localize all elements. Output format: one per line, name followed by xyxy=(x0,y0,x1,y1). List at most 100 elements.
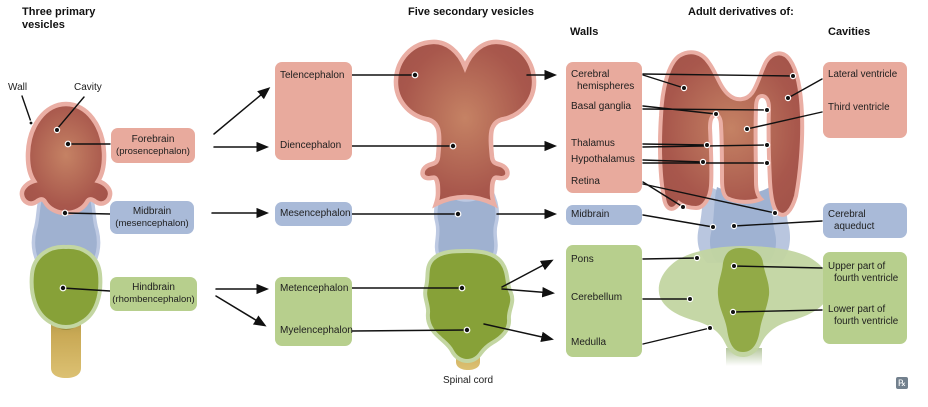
label-medulla: Medulla xyxy=(571,337,607,348)
box-cavities-forebrain: Lateral ventricle Third ventricle xyxy=(823,62,907,138)
dot-thalamus-right xyxy=(763,141,771,149)
label-diencephalon: Diencephalon xyxy=(280,140,342,151)
box-walls-forebrain: Cerebral hemispheres Basal ganglia Thala… xyxy=(566,62,642,193)
title-three-primary-vesicles: Three primary vesicles xyxy=(22,6,96,31)
line-adult-midbrain xyxy=(642,214,714,228)
dot-adult-midbrain xyxy=(709,223,717,231)
line-lateral-ventricle xyxy=(787,78,823,99)
dot-thalamus-left xyxy=(703,141,711,149)
dot-basal-ganglia-left xyxy=(712,110,720,118)
dot-hemisphere-right xyxy=(789,72,797,80)
line-basal-ganglia-left xyxy=(642,105,717,115)
dot-wall xyxy=(28,120,34,126)
label-adult-midbrain: Midbrain xyxy=(571,209,610,220)
midbrain-name: Midbrain xyxy=(132,205,172,217)
dot-hemisphere-left xyxy=(680,84,688,92)
line-lower-fourth xyxy=(732,309,823,313)
pointer-dots xyxy=(28,71,797,334)
label-pons: Pons xyxy=(571,254,594,265)
line-basal-ganglia-right xyxy=(642,108,768,111)
label-myelencephalon: Myelencephalon xyxy=(280,325,353,336)
line-myelencephalon xyxy=(351,329,468,332)
box-telencephalon-diencephalon: Telencephalon Diencephalon xyxy=(275,62,352,160)
adult-brain-figure xyxy=(658,50,831,366)
line-cavity xyxy=(56,96,85,130)
dot-metencephalon xyxy=(458,284,466,292)
forebrain-name: Forebrain xyxy=(131,133,175,145)
dot-hypothalamus-left xyxy=(699,158,707,166)
box-metencephalon-myelencephalon: Metencephalon Myelencephalon xyxy=(275,277,353,346)
label-hypothalamus: Hypothalamus xyxy=(571,154,635,165)
primary-forebrain xyxy=(19,101,113,216)
secondary-hindbrain xyxy=(423,248,515,364)
label-metencephalon: Metencephalon xyxy=(280,283,349,294)
line-cerebral-hemispheres-left xyxy=(642,74,685,89)
box-hindbrain: Hindbrain (rhombencephalon) xyxy=(110,277,197,311)
dot-telencephalon xyxy=(411,71,419,79)
dot-lateral-ventricle xyxy=(784,94,792,102)
dot-cerebellum xyxy=(686,295,694,303)
adult-midbrain-core xyxy=(709,187,777,262)
label-lower-fourth-ventricle: Lower part of fourth ventricle xyxy=(828,304,899,327)
dot-midbrain xyxy=(61,209,69,217)
label-mesencephalon: Mesencephalon xyxy=(280,208,351,219)
box-cavities-midbrain: Cerebral aqueduct xyxy=(823,203,907,238)
label-wall: Wall xyxy=(8,82,28,93)
arrow-myelencephalon-to-medulla xyxy=(483,323,554,342)
column-title-walls: Walls xyxy=(570,26,599,38)
column-title-cavities: Cavities xyxy=(828,26,871,38)
label-spinal-cord: Spinal cord xyxy=(443,375,494,386)
flow-arrows xyxy=(211,69,557,342)
line-hindbrain xyxy=(62,287,111,292)
arrow-metencephalon-to-cerebellum xyxy=(501,286,555,298)
line-retina-right xyxy=(642,183,776,214)
forebrain-latin: (prosencephalon) xyxy=(116,145,190,157)
label-upper-fourth-ventricle: Upper part of fourth ventricle xyxy=(828,261,899,284)
box-mesencephalon: Mesencephalon xyxy=(275,202,352,226)
line-medulla xyxy=(642,327,711,345)
line-cerebral-aqueduct xyxy=(733,220,823,227)
dot-basal-ganglia-right xyxy=(763,106,771,114)
line-cerebral-hemispheres-right xyxy=(642,73,794,77)
dot-upper-fourth xyxy=(730,262,738,270)
dot-cerebral-aqueduct xyxy=(730,222,738,230)
dot-myelencephalon xyxy=(463,326,471,334)
hindbrain-latin: (rhombencephalon) xyxy=(112,294,195,305)
label-cerebral-hemispheres: Cerebral hemispheres xyxy=(571,69,635,92)
secondary-tel-dien xyxy=(393,39,537,209)
dot-mesencephalon xyxy=(454,210,462,218)
title-five-secondary-vesicles: Five secondary vesicles xyxy=(408,6,534,18)
dot-lower-fourth xyxy=(729,308,737,316)
dot-hindbrain xyxy=(59,284,67,292)
dot-retina-right xyxy=(771,209,779,217)
dot-hypothalamus-right xyxy=(763,159,771,167)
midbrain-latin: (mesencephalon) xyxy=(115,217,189,229)
arrow-forebrain-to-telencephalon xyxy=(213,87,271,135)
line-wall xyxy=(21,95,32,123)
dot-diencephalon xyxy=(449,142,457,150)
dot-retina-left xyxy=(679,203,687,211)
label-telencephalon: Telencephalon xyxy=(280,70,345,81)
line-third-ventricle xyxy=(746,111,823,130)
label-retina: Retina xyxy=(571,176,600,187)
dot-medulla xyxy=(706,324,714,332)
arrow-metencephalon-to-pons xyxy=(501,259,554,288)
adult-cerebrum xyxy=(658,50,805,217)
arrow-hindbrain-to-myelencephalon xyxy=(215,295,267,327)
rx-logo: ℞ xyxy=(896,377,908,389)
label-third-ventricle: Third ventricle xyxy=(828,102,890,113)
box-walls-hindbrain: Pons Cerebellum Medulla xyxy=(566,245,642,357)
line-pons xyxy=(642,257,698,260)
box-midbrain: Midbrain (mesencephalon) xyxy=(110,201,194,234)
dot-pons xyxy=(693,254,701,262)
hindbrain-name: Hindbrain xyxy=(132,282,175,293)
label-basal-ganglia: Basal ganglia xyxy=(571,101,632,112)
dot-forebrain xyxy=(64,140,72,148)
box-walls-midbrain: Midbrain xyxy=(566,205,642,225)
line-thalamus-left xyxy=(642,143,708,146)
title-adult-derivatives: Adult derivatives of: xyxy=(688,6,794,18)
line-upper-fourth xyxy=(733,265,823,269)
line-midbrain xyxy=(64,212,111,215)
